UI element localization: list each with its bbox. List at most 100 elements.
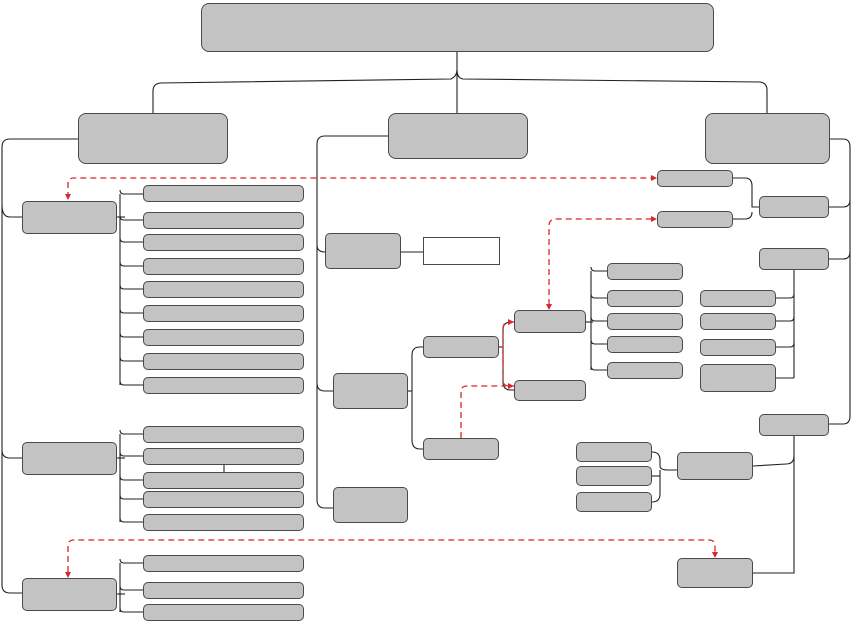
left-group-2-node xyxy=(22,442,117,475)
right-group-2-item-4 xyxy=(700,364,776,392)
dashed-arrow-bottom-left xyxy=(65,572,71,578)
center-a-node xyxy=(325,233,401,269)
right-top-2-node xyxy=(657,211,733,228)
link-left-spine xyxy=(1,138,78,594)
center-a-box xyxy=(423,237,500,265)
right-group-3-item-2 xyxy=(576,466,652,486)
link-rg3-spine-bottom xyxy=(753,436,795,574)
link-rg3-i1 xyxy=(651,451,677,471)
center-sub-item-4 xyxy=(607,336,683,353)
right-group-2-item-2 xyxy=(700,313,776,330)
bracket-sub-tick-4 xyxy=(590,339,607,345)
dashed-link-bottom xyxy=(67,539,716,572)
dashed-arrow-mid-down xyxy=(546,304,552,310)
left-item-1-7 xyxy=(143,329,304,346)
link-rg3-sub xyxy=(752,455,795,467)
link-rg2-i3 xyxy=(776,342,795,348)
center-sub-item-3 xyxy=(607,313,683,330)
right-group-3-item-1 xyxy=(576,442,652,462)
center-sub-item-5 xyxy=(607,362,683,379)
right-group-1-node xyxy=(759,196,829,218)
bracket-lg1-tick-6 xyxy=(119,308,143,314)
left-item-2-4 xyxy=(143,491,304,508)
left-item-1-4 xyxy=(143,258,304,275)
bracket-lg1-tick-9 xyxy=(119,380,143,386)
bracket-lg1-tick-8 xyxy=(119,356,143,362)
link-left-group2 xyxy=(1,449,22,459)
bracket-lg1-tick-2 xyxy=(119,215,143,221)
bracket-lg1-tick-4 xyxy=(119,261,143,267)
link-right-group1 xyxy=(829,199,851,208)
link-right-group2 xyxy=(829,251,851,260)
right-top-1-node xyxy=(657,170,733,187)
bracket-lg3-tick-3 xyxy=(119,607,143,613)
center-sub-item-1 xyxy=(607,263,683,280)
left-item-1-1 xyxy=(143,185,304,202)
left-group-1-node xyxy=(22,201,117,234)
left-item-1-8 xyxy=(143,353,304,370)
right-group-3-node xyxy=(759,414,829,436)
bracket-lg2-tick-3 xyxy=(119,475,143,481)
link-left-group1 xyxy=(1,204,22,218)
right-bottom-node xyxy=(677,558,753,588)
root-node xyxy=(201,3,714,52)
link-center-a xyxy=(316,244,326,253)
center-b-lower-node xyxy=(423,438,499,460)
bracket-lg1-tick-5 xyxy=(119,284,143,290)
dashed-link-lower xyxy=(460,385,506,438)
right-group-2-item-3 xyxy=(700,339,776,356)
branch-right-node xyxy=(705,113,830,164)
left-item-3-3 xyxy=(143,604,304,621)
branch-left-node xyxy=(78,113,228,164)
left-item-3-2 xyxy=(143,582,304,599)
right-group-3-item-3 xyxy=(576,492,652,512)
center-c-node xyxy=(333,487,408,523)
right-group-2-node xyxy=(759,248,829,270)
link-cb-lower xyxy=(411,355,423,450)
link-root-left xyxy=(152,52,458,113)
link-right-spine xyxy=(829,138,851,425)
bracket-lg2-tick-4 xyxy=(119,494,143,500)
link-rg1-top1 xyxy=(733,177,759,208)
link-rg2-i2 xyxy=(776,316,795,322)
dashed-arrow-local-1 xyxy=(508,319,514,325)
center-b-node xyxy=(333,373,408,409)
dashed-arrow-top-left xyxy=(65,194,71,200)
left-item-1-2 xyxy=(143,212,304,229)
left-item-3-1 xyxy=(143,555,304,572)
center-b-upper-node xyxy=(423,336,499,358)
left-item-2-3 xyxy=(143,472,304,489)
link-rg3-i3 xyxy=(651,470,661,503)
dashed-arrow-local-2 xyxy=(508,383,514,389)
bracket-lg1-tick-3 xyxy=(119,237,143,243)
dashed-arrow-top-right xyxy=(651,175,657,181)
bracket-sub-tick-1 xyxy=(590,266,607,272)
link-center-b xyxy=(316,382,333,392)
link-rg2-i1 xyxy=(776,293,795,299)
left-item-2-2 xyxy=(143,448,304,465)
bracket-lg2-tick-1 xyxy=(119,429,143,435)
link-cb-upper xyxy=(411,346,423,356)
dashed-arrow-mid-right xyxy=(651,216,657,222)
dashed-link-local xyxy=(502,321,514,387)
left-item-1-9 xyxy=(143,377,304,394)
dashed-arrow-bottom-right xyxy=(712,552,718,558)
bracket-lg1-tick-7 xyxy=(119,332,143,338)
bracket-lg3-tick-1 xyxy=(119,558,143,564)
left-item-2-1 xyxy=(143,426,304,443)
bracket-lg1-tick-1 xyxy=(119,189,143,195)
bracket-lg2-tick-5 xyxy=(119,517,143,523)
link-cbu-mid-lower xyxy=(502,330,514,391)
center-sub-item-2 xyxy=(607,290,683,307)
right-group-2-item-1 xyxy=(700,290,776,307)
right-group-3-subnode xyxy=(677,452,753,480)
link-root-right xyxy=(456,69,768,113)
bracket-lg3-tick-2 xyxy=(119,585,143,591)
left-item-1-5 xyxy=(143,281,304,298)
left-group-3-node xyxy=(22,578,117,611)
dashed-link-mid xyxy=(548,218,651,305)
link-rg1-top2 xyxy=(733,211,753,220)
bracket-lg2-tick-2 xyxy=(119,451,143,457)
center-mid-lower-node xyxy=(514,380,586,401)
